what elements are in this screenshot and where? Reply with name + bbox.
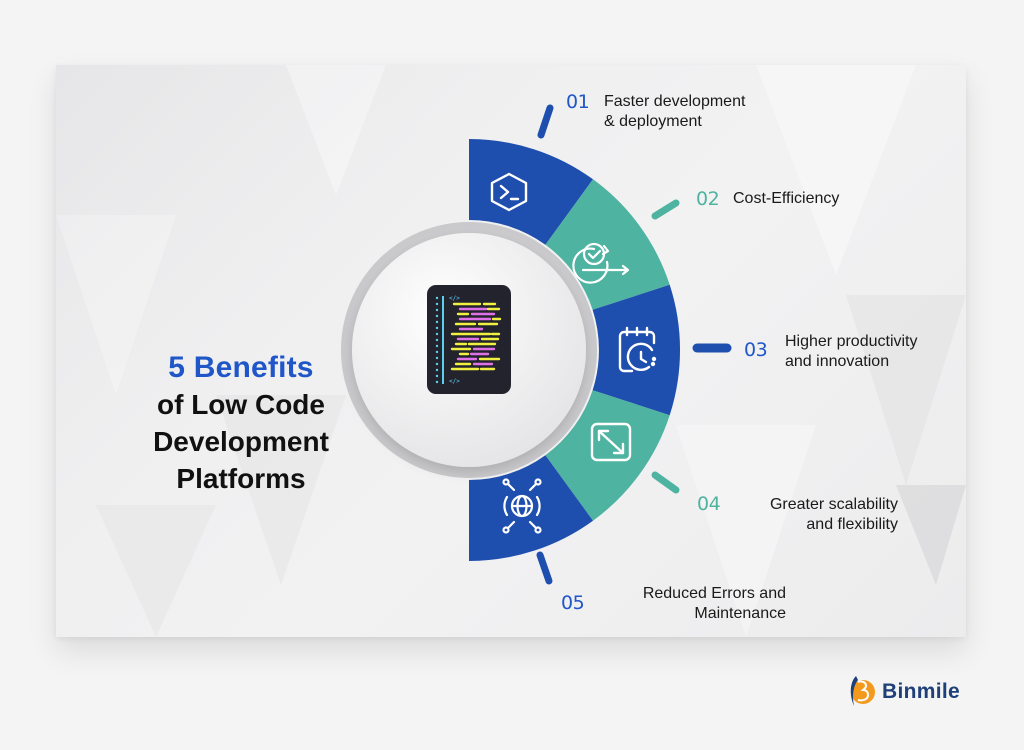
benefit-text: Cost-Efficiency (733, 190, 840, 207)
expand-arrows-icon (590, 422, 632, 462)
segment-02 (545, 179, 670, 310)
benefit-number-05: 05 (561, 592, 585, 614)
benefit-text: Greater scalability (769, 496, 898, 513)
title-line: Platforms (176, 463, 306, 494)
benefit-label-03: Higher productivity and innovation (785, 332, 918, 372)
tick-05 (536, 551, 553, 585)
benefit-label-02: Cost-Efficiency (733, 189, 839, 209)
code-file-icon: </> </> (427, 285, 511, 394)
tick-02 (651, 199, 680, 220)
benefit-label-01: Faster development & deployment (604, 92, 745, 132)
benefit-text: Higher productivity (785, 333, 918, 350)
terminal-hexagon-icon (490, 172, 528, 212)
benefit-number-01: 01 (566, 91, 590, 113)
benefit-text: & deployment (604, 113, 702, 130)
benefit-number-03: 03 (744, 339, 768, 361)
benefit-label-04: Greater scalability and flexibility (738, 495, 898, 535)
brand-logo: Binmile (846, 672, 960, 712)
segment-04 (545, 390, 670, 521)
benefit-text: Maintenance (694, 605, 786, 622)
benefit-text: and flexibility (806, 516, 898, 533)
segment-03 (592, 284, 681, 416)
segment-01 (469, 139, 593, 245)
benefit-text: Faster development (604, 93, 746, 110)
background-pattern (56, 65, 966, 637)
cycle-check-icon (572, 242, 630, 284)
svg-text:</>: </> (449, 378, 460, 385)
calendar-clock-icon (618, 326, 657, 373)
title-highlight: 5 Benefits (168, 351, 314, 384)
svg-text:</>: </> (449, 295, 460, 302)
page-title: 5 Benefits of Low Code Development Platf… (116, 349, 366, 497)
title-line: of Low Code (157, 389, 325, 420)
brand-name: Binmile (882, 680, 960, 703)
benefit-text: Reduced Errors and (642, 585, 786, 602)
benefit-number-04: 04 (697, 493, 721, 515)
tick-01 (537, 104, 554, 139)
benefit-label-05: Reduced Errors and Maintenance (616, 584, 786, 624)
binmile-logo-icon (850, 676, 875, 706)
benefit-number-02: 02 (696, 188, 720, 210)
tick-04 (651, 471, 680, 494)
title-line: Development (153, 426, 329, 457)
globe-network-icon (502, 478, 542, 534)
benefit-text: and innovation (785, 353, 890, 370)
